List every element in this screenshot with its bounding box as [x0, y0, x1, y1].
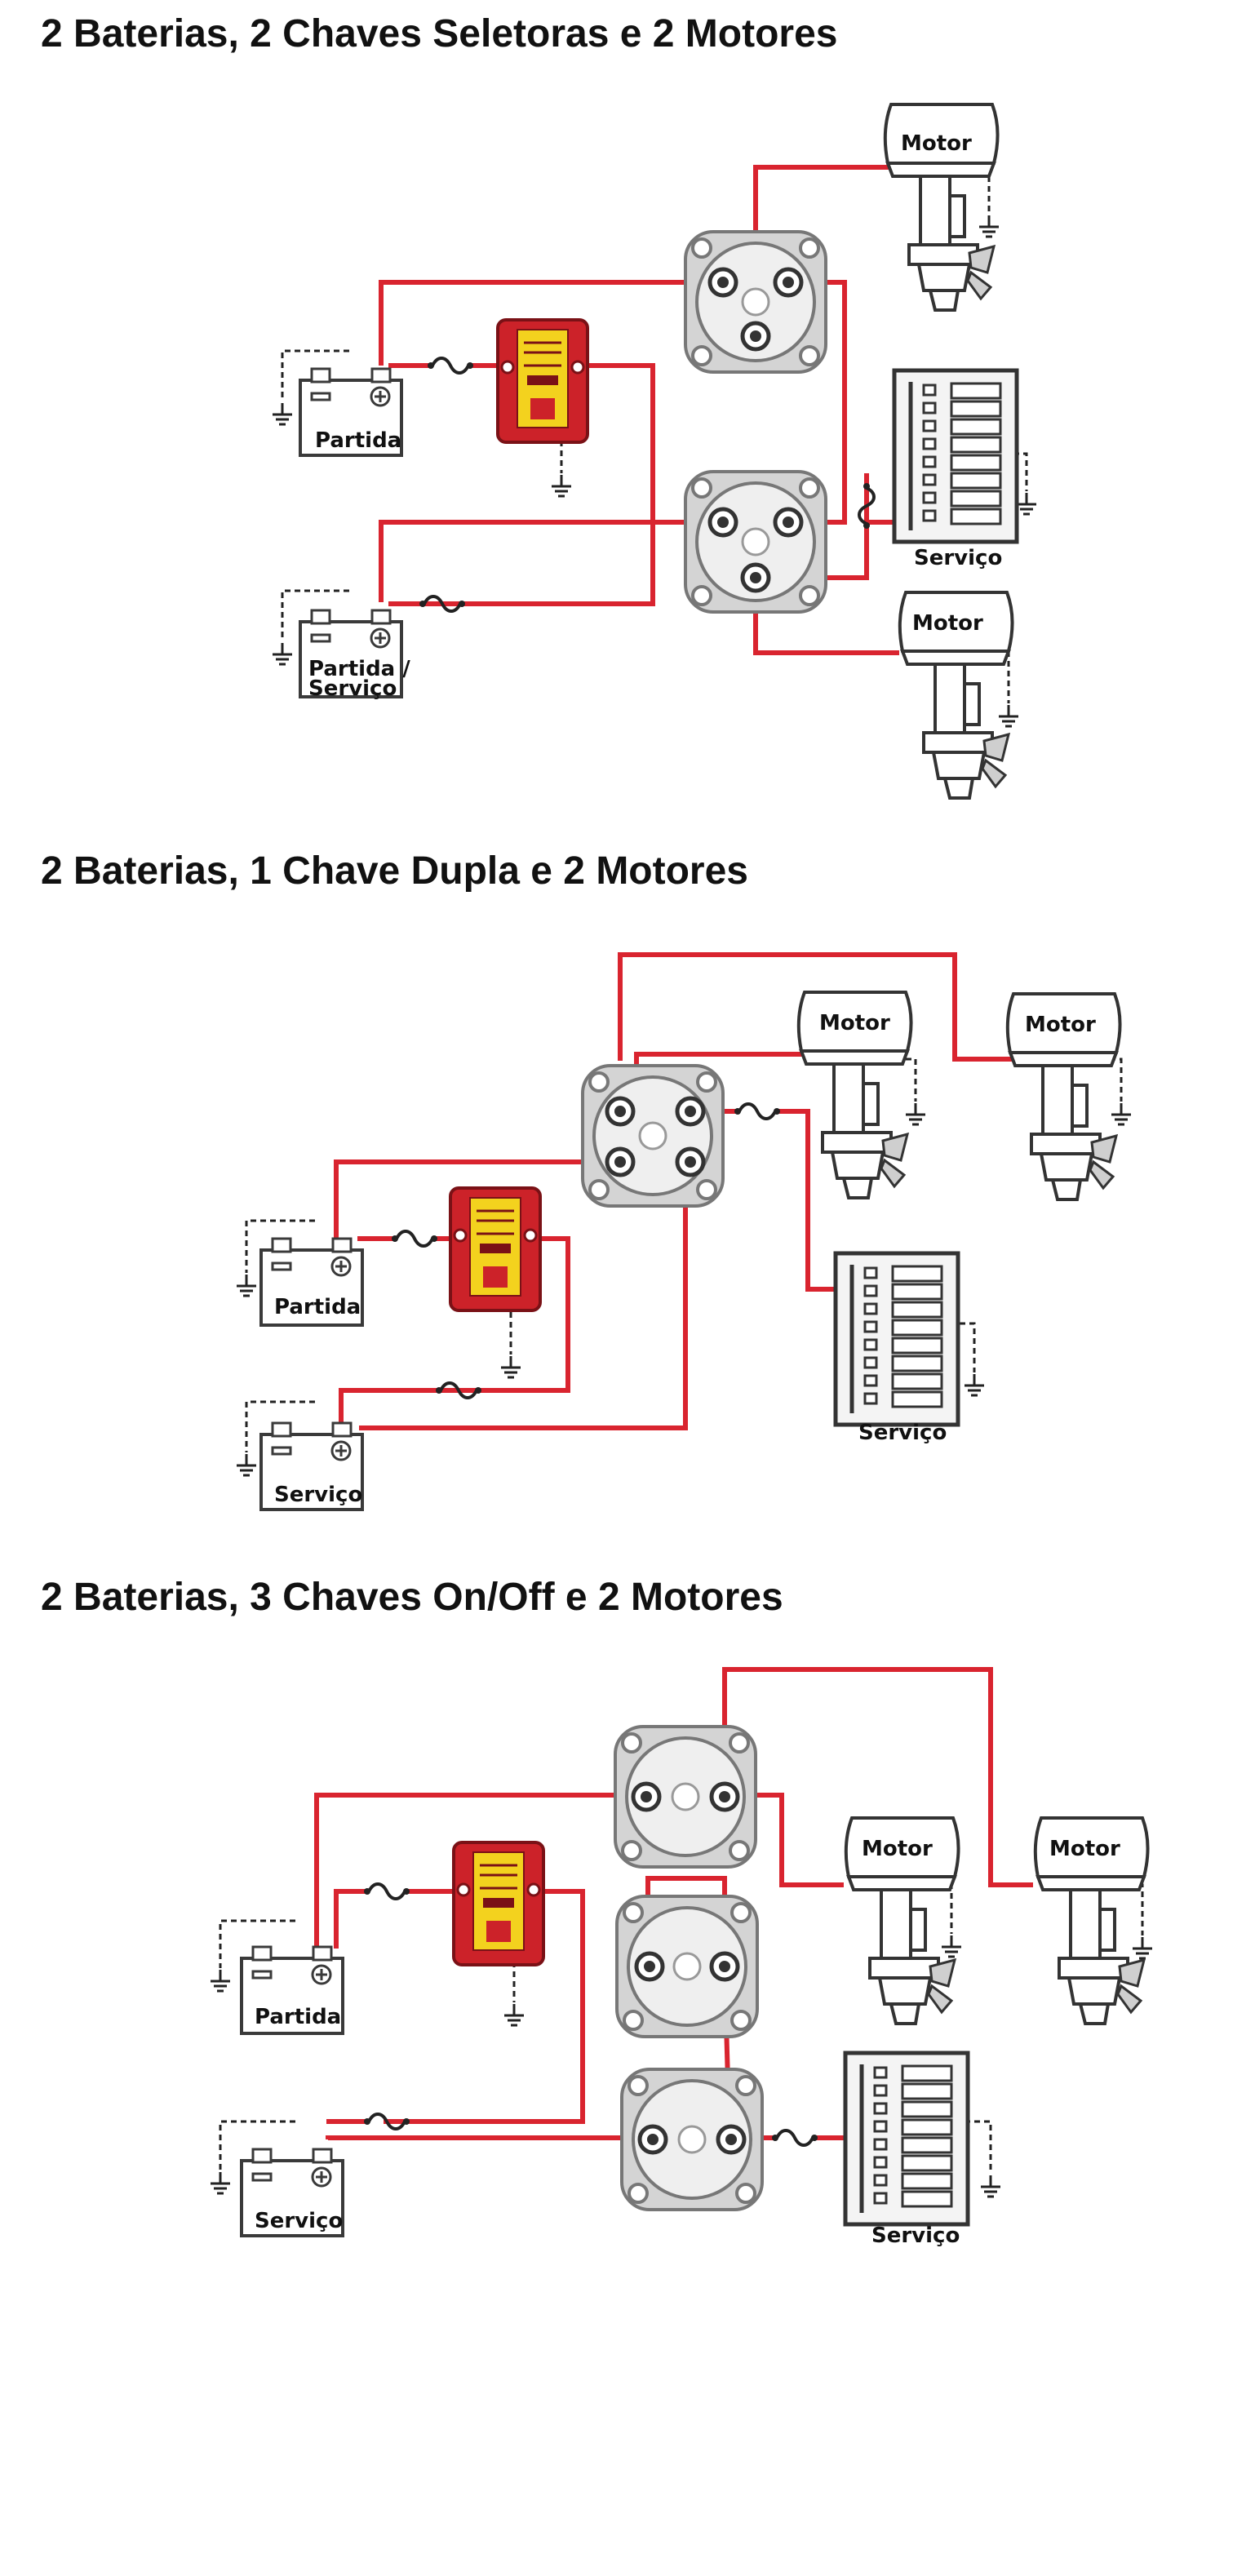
terminal-post	[775, 269, 801, 295]
battery-label: Partida	[274, 1295, 361, 1319]
ground-icon	[940, 1934, 963, 1958]
motor-label: Motor	[819, 1011, 890, 1035]
terminal-post	[718, 2126, 744, 2153]
battery-label: Serviço	[255, 2209, 343, 2233]
panel-label: Serviço	[871, 2224, 960, 2248]
dual-switch	[581, 1064, 725, 1208]
terminal-post	[640, 2126, 666, 2153]
terminal-post	[710, 509, 736, 535]
terminal-post	[636, 1953, 663, 1980]
motor-label: Motor	[901, 131, 972, 156]
fuse-panel	[836, 1253, 958, 1425]
fuse-icon	[733, 1102, 782, 1120]
ground-icon	[1015, 491, 1038, 516]
ground-icon	[235, 1273, 258, 1297]
fuse-panel	[894, 370, 1017, 542]
battery-label: Serviço	[308, 676, 397, 701]
ground-icon	[1110, 1102, 1133, 1126]
battery-label: Partida /	[308, 657, 410, 681]
motor-label: Motor	[862, 1837, 933, 1861]
ground-icon	[963, 1372, 986, 1397]
ground-icon	[271, 641, 294, 666]
section-1-title: 2 Baterias, 2 Chaves Seletoras e 2 Motor…	[41, 12, 838, 55]
terminal-post	[743, 323, 769, 349]
ground-icon	[1131, 1935, 1154, 1960]
terminal-post	[712, 1784, 738, 1810]
terminal-post	[743, 565, 769, 591]
terminal-post	[710, 269, 736, 295]
section-3-title: 2 Baterias, 3 Chaves On/Off e 2 Motores	[41, 1576, 783, 1619]
ground-icon	[978, 214, 1000, 238]
ground-icon	[503, 2002, 526, 2027]
ground-icon	[550, 473, 573, 498]
ground-icon	[904, 1102, 927, 1126]
fuse-panel	[845, 2053, 968, 2224]
battery-label: Serviço	[274, 1483, 362, 1507]
terminal-post	[712, 1953, 738, 1980]
ground-icon	[979, 2174, 1002, 2198]
ground-icon	[271, 401, 294, 426]
motor-label: Motor	[912, 611, 983, 636]
motor-label: Motor	[1025, 1013, 1096, 1037]
relay-icon	[496, 318, 589, 444]
motor-label: Motor	[1049, 1837, 1120, 1861]
ground-icon	[235, 1452, 258, 1477]
ground-icon	[209, 1968, 232, 1993]
terminal-post	[633, 1784, 659, 1810]
section-3-diagram: Partida Serviço Serviço Motor Motor	[209, 1725, 1154, 2248]
terminal-post	[677, 1098, 703, 1124]
relay-icon	[452, 1841, 545, 1966]
fuse-icon	[426, 357, 475, 375]
section-2-diagram: Partida Serviço Serviço Motor Motor	[235, 991, 1133, 1511]
fuse-icon	[390, 1230, 439, 1248]
battery-label: Partida	[315, 428, 401, 453]
terminal-post	[677, 1149, 703, 1175]
terminal-post	[775, 509, 801, 535]
panel-label: Serviço	[858, 1421, 947, 1445]
terminal-post	[607, 1149, 633, 1175]
section-2-title: 2 Baterias, 1 Chave Dupla e 2 Motores	[41, 849, 748, 893]
fuse-icon	[770, 2129, 819, 2147]
terminal-post	[607, 1098, 633, 1124]
ground-icon	[997, 703, 1020, 728]
panel-label: Serviço	[914, 546, 1002, 570]
ground-icon	[209, 2170, 232, 2195]
section-1-diagram: Partida Partida / Serviço Serviço Motor …	[271, 103, 1038, 800]
battery-label: Partida	[255, 2005, 341, 2029]
ground-icon	[499, 1355, 522, 1379]
fuse-icon	[362, 1882, 411, 1900]
relay-icon	[449, 1186, 542, 1312]
